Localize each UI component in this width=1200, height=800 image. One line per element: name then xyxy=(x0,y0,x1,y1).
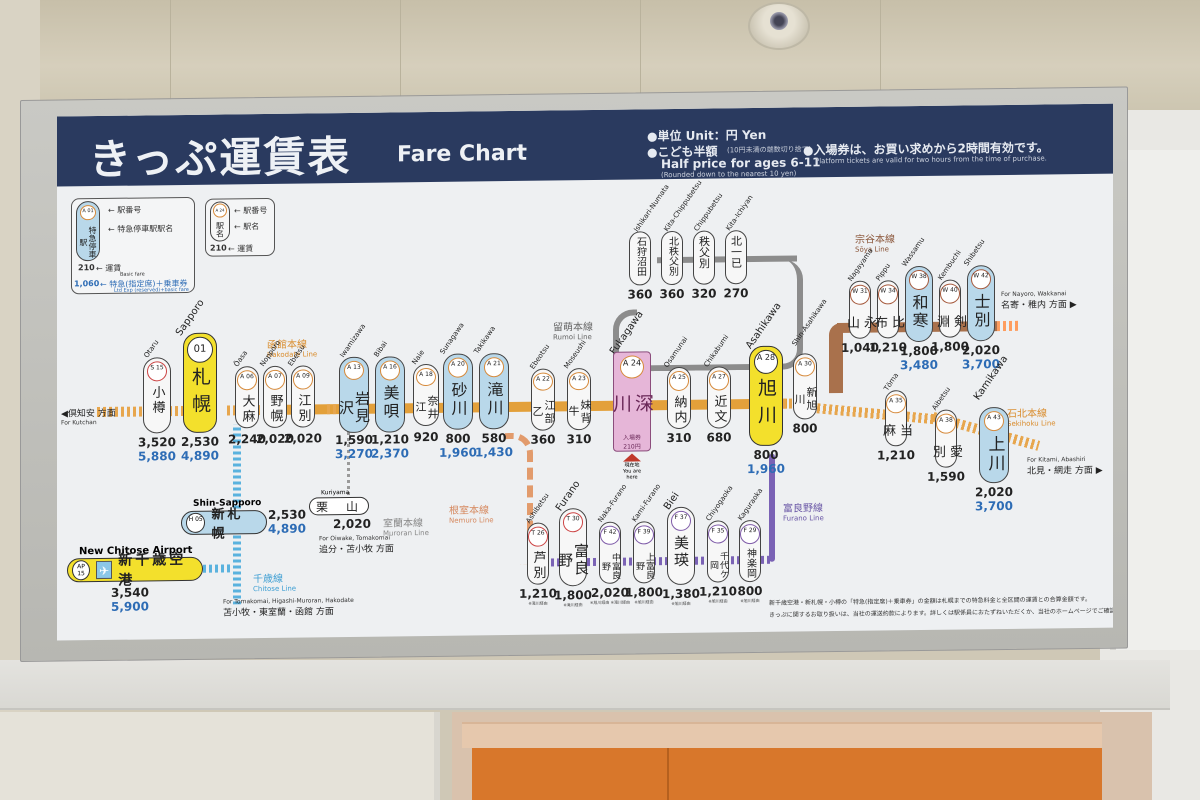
station-chippubetsu[interactable]: 秩父別 xyxy=(693,230,715,285)
platform-ticket-english: Platform tickets are valid for two hours… xyxy=(815,154,1047,166)
airplane-icon: ✈ xyxy=(96,560,113,580)
station-nagayama[interactable]: W 31 永山 xyxy=(844,280,876,339)
title-english: Fare Chart xyxy=(397,140,528,168)
ceiling-seam xyxy=(880,0,881,110)
fare-chart-sign: きっぷ運賃表 Fare Chart ●単位 Unit：円 Yen ●こども半額 … xyxy=(57,103,1113,641)
station-toma[interactable]: A 35 当麻 xyxy=(880,390,912,447)
station-kaguraoka[interactable]: F 29 神楽岡 xyxy=(739,519,761,583)
station-iwamizawa[interactable]: A 13 岩見沢 xyxy=(337,356,371,434)
footnote-ticket-handling: きっぷに関するお取り扱いは、当社の運送約款によります。詳しくは駅係員におたずねい… xyxy=(769,607,1113,619)
station-bibai[interactable]: A 16 美唄 xyxy=(375,356,405,433)
airport-spur-line xyxy=(203,564,233,573)
footnote-express-fare: 新千歳空港・新札幌・小樽の「特急(指定席)＋乗車券」の金額は札幌までの特急料金と… xyxy=(769,595,1092,607)
legend-local-station: A 24 駅名 xyxy=(210,201,230,242)
direction-hakodate: For Tomakomai, Higashi-Muroran, Hakodate… xyxy=(223,596,354,619)
station-ashibetsu[interactable]: T 26 芦別 xyxy=(527,522,549,585)
smoke-detector-icon xyxy=(748,2,810,50)
station-kami-furano[interactable]: F 39 上富良野 xyxy=(633,521,655,584)
station-chikabumi[interactable]: A 27 近文 xyxy=(707,366,731,429)
ceiling-seam xyxy=(640,0,641,110)
station-shin-sapporo[interactable]: H 05 新札幌 xyxy=(181,507,267,542)
you-are-here-marker-icon xyxy=(623,453,641,462)
soya-line-curve xyxy=(829,322,843,394)
wall-panel xyxy=(0,660,1170,710)
legend-local: A 24 駅名 ← 駅番号 ← 駅名 210 ← 運賃 xyxy=(205,197,275,257)
station-naie[interactable]: A 18 奈井江 xyxy=(413,363,439,427)
ceiling-seam xyxy=(170,0,171,110)
station-furano[interactable]: T 30 富良野 xyxy=(556,508,590,587)
sign-header: きっぷ運賃表 Fare Chart ●単位 Unit：円 Yen ●こども半額 … xyxy=(57,103,1113,187)
sekihoku-line xyxy=(816,403,937,425)
station-kamikawa[interactable]: A 43 上川 xyxy=(979,406,1009,484)
doorway xyxy=(452,712,1152,800)
station-osa[interactable]: A 06 大麻 xyxy=(235,366,259,429)
station-takikawa[interactable]: A 21 滝川 xyxy=(479,353,509,430)
station-shibetsu[interactable]: W 42 士別 xyxy=(967,265,995,342)
station-pippu[interactable]: W 34 比布 xyxy=(872,280,904,339)
station-kuriyama[interactable]: 栗 山 xyxy=(309,496,369,516)
station-osamunai[interactable]: A 25 納内 xyxy=(667,366,691,430)
unit-note: ●単位 Unit：円 Yen xyxy=(647,127,767,144)
station-sunagawa[interactable]: A 20 砂川 xyxy=(443,353,473,430)
station-kembuchi[interactable]: W 40 剣淵 xyxy=(934,279,966,338)
station-biei[interactable]: F 37 美瑛 xyxy=(667,506,695,586)
ceiling-seam xyxy=(400,0,401,110)
fare-chart-sign-frame: きっぷ運賃表 Fare Chart ●単位 Unit：円 Yen ●こども半額 … xyxy=(20,86,1128,663)
station-asahikawa[interactable]: A 28 旭川 xyxy=(749,345,783,447)
station-shin-asahikawa[interactable]: A 30 新旭川 xyxy=(793,353,818,420)
child-fare-small: (10円未満の端数切り捨て) xyxy=(727,145,812,155)
station-nopporo[interactable]: A 07 野幌 xyxy=(263,365,287,429)
child-fare-english: Half price for ages 6-11 xyxy=(661,155,821,172)
station-ebeotsu[interactable]: A 22 江部乙 xyxy=(531,368,556,431)
soya-line-north xyxy=(997,320,1019,332)
station-number-badge: A 01 xyxy=(80,205,96,221)
station-fukagawa-current[interactable]: A 24 深川 入場券 210円 xyxy=(610,351,654,452)
legend-express-station: A 01 特急停車駅 xyxy=(76,201,100,262)
station-naka-furano[interactable]: F 42 中富良野 xyxy=(599,521,621,584)
legend-express: A 01 特急停車駅 ← 駅番号 ← 特急停車駅駅名 210 ← 運賃 Basi… xyxy=(71,196,195,295)
station-ebetsu[interactable]: A 09 江別 xyxy=(291,365,315,428)
station-ishikari-numata[interactable]: 石狩沼田 xyxy=(629,231,651,286)
child-fare-rounding: (Rounded down to the nearest 10 yen) xyxy=(661,169,797,180)
station-aibetsu[interactable]: A 38 愛別 xyxy=(930,409,962,468)
wall-panel-lower xyxy=(0,712,440,800)
station-kita-chippubetsu[interactable]: 北秩父別 xyxy=(661,230,683,286)
station-sapporo[interactable]: 01 札幌 xyxy=(183,332,217,434)
ceiling xyxy=(0,0,1200,110)
station-new-chitose-airport[interactable]: AP 15 ✈ 新千歳空港 xyxy=(67,552,203,589)
title-japanese: きっぷ運賃表 xyxy=(89,131,352,185)
station-kita-ichiyan[interactable]: 北一已 xyxy=(725,230,747,285)
station-wassamu[interactable]: W 38 和寒 xyxy=(905,265,933,343)
station-chiyogaoka[interactable]: F 35 千代ケ岡 xyxy=(707,520,729,583)
station-moseushi[interactable]: A 23 妹背牛 xyxy=(567,368,592,431)
station-otaru[interactable]: S 15 小樽 xyxy=(143,357,171,434)
